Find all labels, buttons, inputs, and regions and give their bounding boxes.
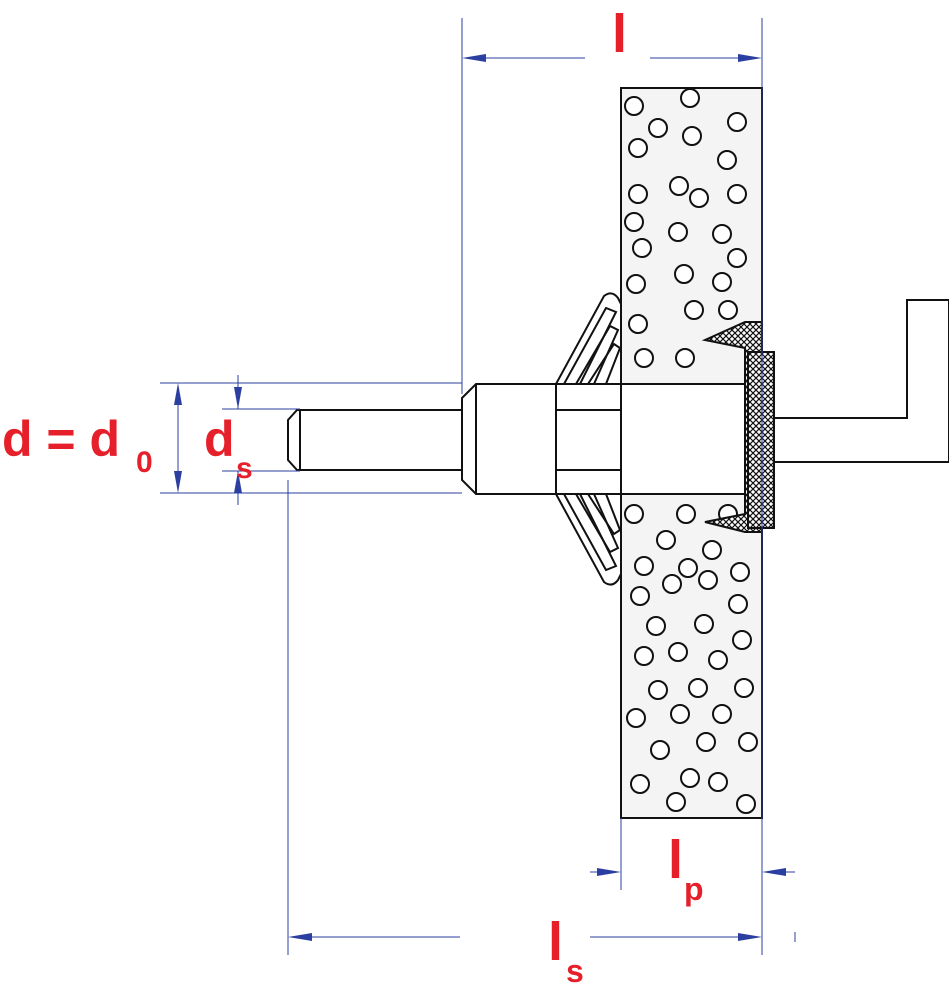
board-pore (712, 704, 732, 724)
board-pore (624, 504, 644, 524)
board-pore (694, 614, 714, 634)
label-lp-sub: p (684, 871, 704, 907)
board-pore (738, 732, 758, 752)
board-pore (680, 768, 700, 788)
label-d-eq: d = d (2, 411, 120, 467)
spreading-wings-lower (554, 493, 622, 586)
board-pore (634, 348, 654, 368)
board-pore (676, 504, 696, 524)
label-ls: l (548, 912, 563, 972)
board-pore (682, 126, 702, 146)
board-pore (626, 274, 646, 294)
board-pore (689, 188, 709, 208)
board-pore (666, 792, 686, 812)
board-pore (696, 732, 716, 752)
label-d-eq-sub: 0 (136, 446, 153, 479)
board-pore (730, 562, 750, 582)
board-pore (669, 176, 689, 196)
label-ds-sub: s (236, 452, 253, 485)
spreading-wings-upper (554, 292, 622, 385)
board-pore (708, 650, 728, 670)
board-pore (626, 708, 646, 728)
board-pore (698, 570, 718, 590)
board-pore (680, 88, 700, 108)
board-pore (736, 794, 756, 814)
board-pore (718, 300, 738, 320)
board-pore (678, 558, 698, 578)
board-pore (634, 556, 654, 576)
board-pore (630, 586, 650, 606)
board-pore (630, 774, 650, 794)
board-pore (702, 540, 722, 560)
board-pore (684, 300, 704, 320)
board-pore (624, 96, 644, 116)
board-pore (624, 212, 644, 232)
label-ds: d (204, 411, 235, 467)
board-holes (624, 88, 758, 814)
label-lp: l (668, 830, 683, 890)
board-pore (727, 184, 747, 204)
board-pore (650, 740, 670, 760)
board-pore (675, 348, 695, 368)
board-pore (674, 264, 694, 284)
board-pore (632, 238, 652, 258)
board-pore (628, 138, 648, 158)
board-pore (646, 616, 666, 636)
board-pore (727, 248, 747, 268)
label-l: l (612, 4, 627, 64)
label-ls-sub: s (566, 953, 584, 989)
board-pore (717, 150, 737, 170)
board-pore (656, 530, 676, 550)
board-pore (688, 678, 708, 698)
board-pore (634, 646, 654, 666)
board-pore (628, 184, 648, 204)
hook (773, 299, 949, 463)
board-pore (668, 222, 688, 242)
board-pore (648, 118, 668, 138)
board-pore (708, 772, 728, 792)
anchor-sleeve (461, 383, 746, 495)
board-pore (712, 272, 732, 292)
board-pore (668, 642, 688, 662)
dimension-lines (160, 18, 796, 955)
board-pore (648, 680, 668, 700)
board-pore (734, 678, 754, 698)
board-pore (670, 704, 690, 724)
screw (287, 404, 463, 476)
board-pore (628, 314, 648, 334)
board-pore (727, 112, 747, 132)
board-pore (732, 630, 752, 650)
board-pore (728, 594, 748, 614)
board-pore (712, 224, 732, 244)
board-pore (662, 574, 682, 594)
